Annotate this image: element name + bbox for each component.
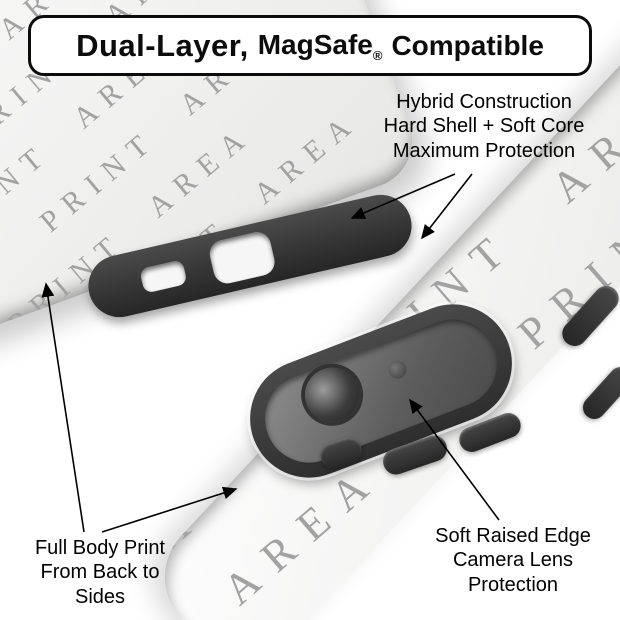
title-suffix: Compatible [391, 29, 544, 61]
edge-button-2 [578, 362, 620, 424]
title-banner: Dual-Layer, MagSafe® Compatible [28, 15, 592, 76]
annotation-line: Camera Lens [452, 549, 574, 572]
annotation-camera-protection: Soft Raised Edge Camera Lens Protection [410, 524, 616, 597]
annotation-line: Hybrid Construction [396, 91, 572, 113]
annotation-line: Hard Shell + Soft Core [383, 115, 585, 138]
title-primary: Dual-Layer, [76, 27, 249, 63]
camera-hole-small [139, 259, 188, 294]
title-brand-text: MagSafe [257, 28, 373, 60]
annotation-hybrid-construction: Hybrid Construction Hard Shell + Soft Co… [360, 90, 608, 163]
annotation-line: From Back to [40, 561, 160, 584]
annotation-line: Maximum Protection [392, 139, 576, 162]
annotation-full-body-print: Full Body Print From Back to Sides [16, 536, 184, 609]
registered-mark: ® [372, 47, 383, 63]
title-brand: MagSafe® [258, 29, 383, 63]
annotation-line: Soft Raised Edge [435, 525, 591, 547]
annotation-line: Protection [467, 573, 559, 596]
annotation-line: Sides [74, 585, 126, 608]
camera-hole-large [207, 229, 278, 287]
annotation-line: Full Body Print [34, 537, 166, 559]
